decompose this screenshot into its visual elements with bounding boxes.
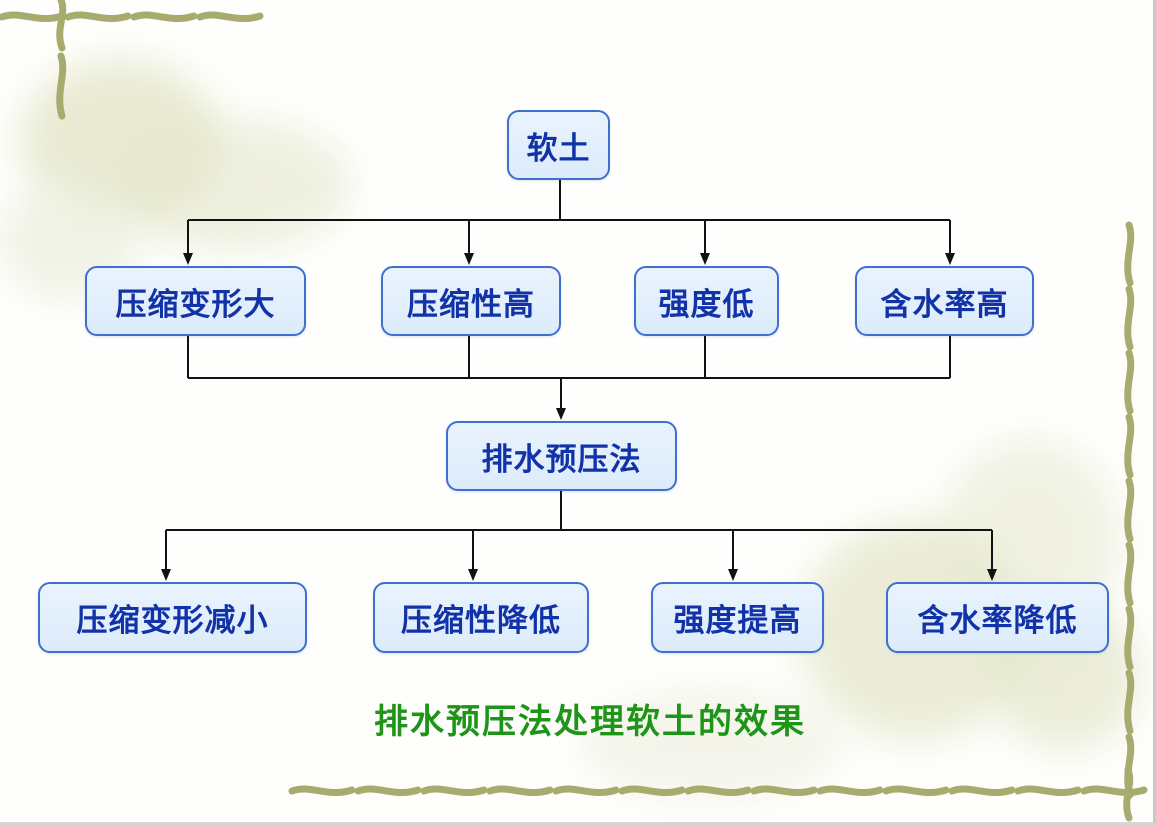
node-label: 压缩性降低 xyxy=(401,603,561,639)
vine-segment xyxy=(288,785,356,797)
vine-segment xyxy=(552,785,620,797)
node-drainage-preloading-method: 排水预压法 xyxy=(446,421,677,491)
node-property-compression-deformation-large: 压缩变形大 xyxy=(85,266,306,336)
arrowhead-icon xyxy=(700,253,710,265)
node-effect-strength-increased: 强度提高 xyxy=(651,582,824,653)
arrowhead-icon xyxy=(987,569,997,581)
node-label: 压缩性高 xyxy=(407,286,535,323)
arrowhead-icon xyxy=(728,569,738,581)
vine-segment xyxy=(64,11,132,23)
vine-segment xyxy=(816,785,884,797)
node-property-compressibility-high: 压缩性高 xyxy=(381,266,561,336)
vine-segment xyxy=(1124,413,1135,479)
vine-segment xyxy=(0,11,66,23)
background-blossom xyxy=(580,690,840,800)
vine-segment xyxy=(1080,785,1148,797)
vine-segment xyxy=(420,785,488,797)
vine-segment xyxy=(56,0,67,52)
vine-segment xyxy=(684,785,752,797)
vine-segment xyxy=(486,785,554,797)
node-label: 软土 xyxy=(526,130,591,167)
node-effect-compression-deformation-reduced: 压缩变形减小 xyxy=(38,582,307,653)
vine-segment xyxy=(354,785,422,797)
node-property-strength-low: 强度低 xyxy=(634,266,779,336)
diagram-caption: 排水预压法处理软土的效果 xyxy=(374,701,806,742)
node-effect-compressibility-reduced: 压缩性降低 xyxy=(373,582,589,653)
arrowhead-icon xyxy=(464,253,474,265)
vine-segment xyxy=(1123,766,1134,822)
vine-segment xyxy=(56,52,67,120)
vine-segment xyxy=(948,785,1016,797)
background-blossom xyxy=(110,120,350,250)
arrowhead-icon xyxy=(556,408,566,420)
vine-segment xyxy=(196,11,264,23)
vine-segment xyxy=(618,785,686,797)
vine-segment xyxy=(882,785,950,797)
vine-segment xyxy=(1014,785,1082,797)
vine-segment xyxy=(1124,477,1135,543)
node-property-water-content-high: 含水率高 xyxy=(855,266,1034,336)
vine-segment xyxy=(1124,349,1135,415)
vine-segment xyxy=(1124,605,1135,671)
vine-segment xyxy=(1124,669,1135,735)
node-label: 压缩变形减小 xyxy=(76,603,269,639)
node-label: 强度低 xyxy=(658,286,755,323)
node-effect-water-content-reduced: 含水率降低 xyxy=(886,582,1109,653)
vine-segment xyxy=(1124,221,1135,287)
node-label: 排水预压法 xyxy=(481,441,642,478)
node-label: 含水率降低 xyxy=(917,603,1078,639)
arrowhead-icon xyxy=(468,569,478,581)
arrowhead-icon xyxy=(161,569,171,581)
vine-segment xyxy=(130,11,198,23)
node-label: 压缩变形大 xyxy=(115,286,276,323)
vine-segment xyxy=(1124,285,1135,351)
arrowhead-icon xyxy=(183,253,193,265)
node-label: 含水率高 xyxy=(880,286,1009,323)
arrowhead-icon xyxy=(945,253,955,265)
vine-segment xyxy=(750,785,818,797)
node-soft-soil: 软土 xyxy=(507,110,610,180)
node-label: 强度提高 xyxy=(673,603,802,639)
vine-segment xyxy=(1124,541,1135,607)
